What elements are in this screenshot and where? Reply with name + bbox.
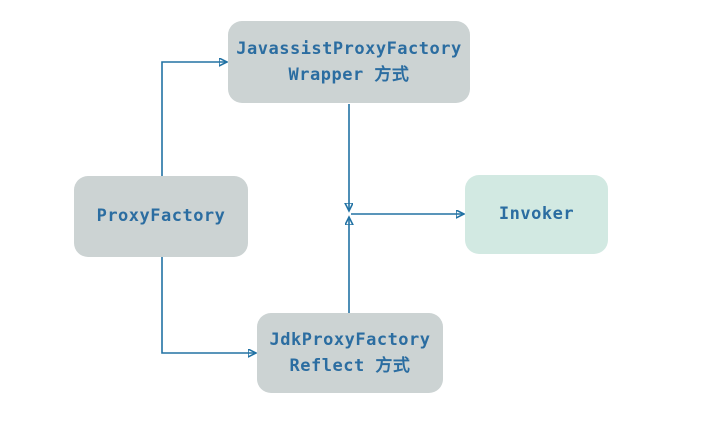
edge-proxyfactory-to-jdk (161, 257, 256, 353)
node-jdk-line1: JdkProxyFactory (269, 329, 431, 350)
node-javassist-proxy-factory: JavassistProxyFactory Wrapper 方式 (228, 21, 470, 103)
node-jdk-proxy-factory: JdkProxyFactory Reflect 方式 (257, 313, 443, 393)
node-invoker-label: Invoker (498, 204, 575, 225)
node-javassist-line1: JavassistProxyFactory (236, 38, 462, 59)
node-invoker: Invoker (465, 175, 608, 254)
node-jdk-line2: Reflect 方式 (289, 356, 411, 376)
edge-proxyfactory-to-javassist (161, 62, 227, 176)
node-proxy-factory: ProxyFactory (74, 176, 248, 257)
node-proxy-factory-label: ProxyFactory (96, 206, 226, 227)
node-javassist-line2: Wrapper 方式 (288, 65, 410, 85)
